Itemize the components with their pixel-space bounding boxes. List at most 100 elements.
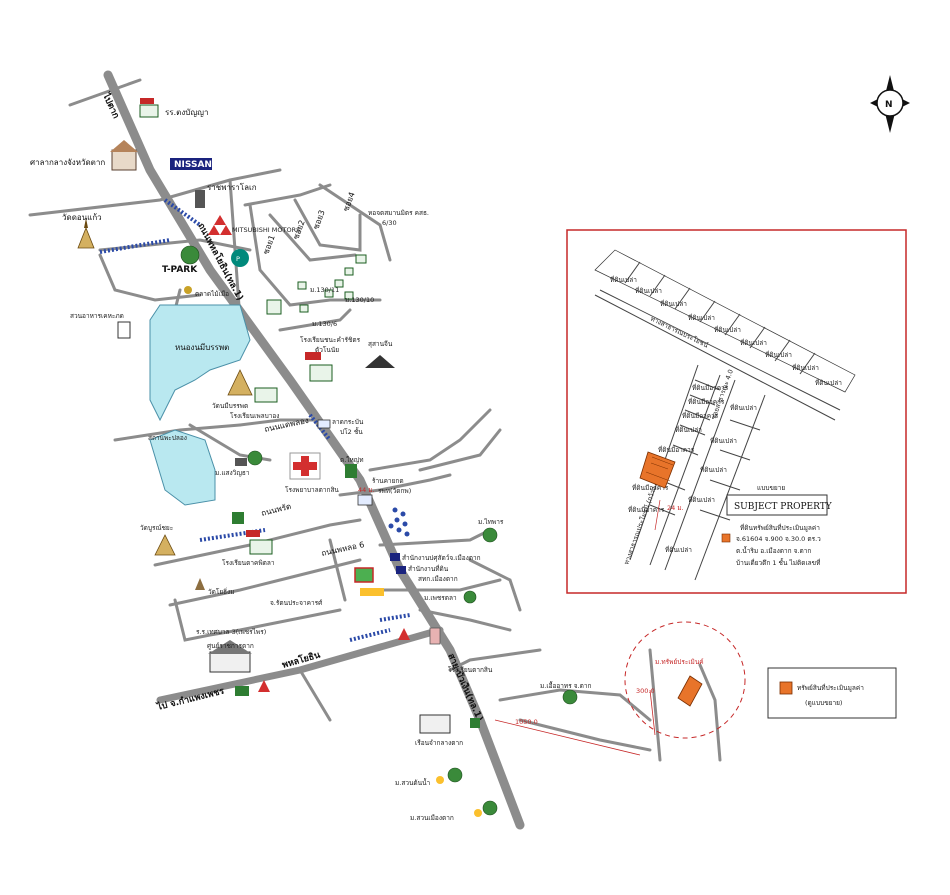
village4-label: ม.สวนเมืองตาก: [410, 814, 454, 822]
inset-subject-lot[interactable]: 24 ม.: [639, 451, 684, 531]
distance-300: 300.0: [636, 687, 655, 695]
poi-village3[interactable]: ม.สวนต้นน้ำ: [395, 767, 463, 787]
poi-wat-lo[interactable]: วัดโยธิ่งม: [195, 578, 235, 596]
built-lot-label: ที่ดินมีอาคาร: [692, 383, 729, 392]
tpark-label: T-PARK: [162, 265, 198, 275]
built-lot-label: ที่ดินมีอาคาร: [688, 397, 725, 406]
soi2-label: ซอย2: [291, 219, 306, 241]
built-lot-label: ที่ดินมีอาคาร: [658, 445, 695, 454]
soi1-label: ซอย1: [261, 234, 276, 256]
cemetery-label: สุสานจีน: [368, 340, 393, 348]
school-ss-label: โรงเรียนตากสิน: [448, 666, 493, 674]
poi-market[interactable]: ตลาดไม้เมือ: [184, 286, 229, 298]
poi-wat-nong[interactable]: วัดบูรณ์ชยะ: [140, 512, 244, 556]
house-num-2: ม.130/10: [345, 296, 374, 304]
poi-village1[interactable]: ม.ไทพาร: [478, 518, 504, 543]
poi-tpark[interactable]: T-PARK: [162, 245, 200, 275]
wat-lo-label: วัดโยธิ่งม: [208, 587, 235, 596]
village1-label: ม.ไทพาร: [478, 518, 504, 526]
inset-lots-column: [629, 364, 766, 581]
house-markers: ม.130/11 ม.130/10 ม.130/6: [297, 267, 374, 328]
poi-restaurant[interactable]: สวนอาหารเคหะภด: [70, 312, 131, 339]
mitsubishi-label: MITSUBISHI MOTORS: [232, 226, 300, 234]
village3-label: ม.สวนต้นน้ำ: [395, 778, 431, 787]
inset-distance: 24 ม.: [667, 504, 684, 512]
inset-legend-line1: จ.61604 จ.900 จ.30.0 ตร.ว: [736, 535, 821, 543]
poi-cemetery[interactable]: สุสานจีน: [365, 340, 395, 368]
lot-label: ที่ดินเปล่า: [610, 275, 637, 284]
poi-hospital[interactable]: โรงพยาบาลตากสิน: [285, 452, 339, 494]
poi-village5[interactable]: ม.เอื้ออาทร จ.ตาก: [540, 681, 592, 705]
poi-village2[interactable]: ม.เพชรตลา: [424, 590, 477, 604]
poi-king-office[interactable]: ราชพาราโลเก: [195, 182, 257, 208]
market-label: ตลาดไม้เมือ: [195, 290, 229, 298]
hospital-label: โรงพยาบาลตากสิน: [285, 486, 339, 494]
lake: หนองนมีบรรพต: [149, 304, 251, 506]
road-label-soi6: ถนนพหลอ 6: [321, 540, 366, 558]
poi-villa[interactable]: ต.ใหญ่ท: [340, 456, 364, 478]
poi-clinic[interactable]: ร้านคายกต รพท(วัดกพ) 44 ม.: [357, 477, 411, 506]
inset-header: แบบขยาย: [757, 484, 785, 492]
poi-gas[interactable]: [235, 628, 480, 728]
subject-property[interactable]: ม.ทรัพย์ประเมินค์ 300.0 1050.0: [494, 621, 746, 756]
lot-label: ที่ดินเปล่า: [714, 325, 741, 334]
office1-label: สำนักงานปศุสัตว์จ.เมืองตาก: [402, 554, 481, 562]
village5-label: ม.เอื้ออาทร จ.ตาก: [540, 681, 592, 690]
court-label: ศาลากลางจังหวัดตาก: [30, 158, 105, 167]
poi-petronas[interactable]: P: [231, 249, 249, 267]
poi-bus[interactable]: ลาดกระบัน บ่โ2 ชั้น: [317, 418, 364, 436]
poi-school-ss[interactable]: โรงเรียนตากสิน: [429, 627, 493, 674]
road-label-kradi: ถนนพรัด: [260, 502, 292, 518]
poi-school-se[interactable]: ร.ร.เทศบาล 3(เพชรไพร): [196, 628, 266, 636]
subject-label: ม.ทรัพย์ประเมินค์: [655, 658, 704, 666]
built-lot-label: ที่ดินมีอาคาร: [632, 483, 669, 492]
poi-school-top[interactable]: รร.ตงบัญญา: [139, 98, 208, 118]
lot-label: ที่ดินเปล่า: [635, 286, 662, 295]
lake-label: หนองนมีบรรพต: [175, 343, 229, 352]
built-lot-label: ที่ดินมีอาคาร: [682, 411, 719, 420]
office3-label: สทก.เมืองตาก: [418, 575, 458, 583]
school-pu-label: โรงเรียนตาคพิตลา: [222, 559, 275, 567]
poi-center[interactable]: ศูนย์ราชการตาก: [207, 640, 254, 673]
poi-wat-main[interactable]: วัดนมีบรรพต โรงเรียนเพลบาอง: [212, 369, 279, 420]
lot-label: ที่ดินเปล่า: [730, 403, 757, 412]
poi-nissan[interactable]: NISSAN: [170, 158, 212, 170]
legend-line2: (ดูแบบขยาย): [805, 699, 842, 707]
house-num-1: ม.130/11: [310, 286, 339, 294]
poi-offices[interactable]: สำนักงานปศุสัตว์จ.เมืองตาก สำนักงานที่ดิ…: [390, 553, 481, 583]
lot-label: ที่ดินเปล่า: [675, 425, 702, 434]
poi-bank[interactable]: หอจตสมานมิตร คสธ. 6/30: [355, 209, 429, 264]
petronas-icon: P: [236, 255, 240, 263]
inset-legend-line3: บ้านเดี่ยวตึก 1 ชั้น ไม่ติดเลขที่: [736, 558, 820, 567]
wat-main-label: วัดนมีบรรพต: [212, 402, 248, 410]
poi-prison[interactable]: เรือนจำกลางตาก: [415, 714, 463, 747]
poi-wat-sri[interactable]: วัดดอนแก้ว: [62, 213, 102, 249]
north-label: N: [885, 100, 893, 110]
inset-legend-head: ที่ดินทรัพย์สินที่ประเมินมูลค่า: [740, 523, 820, 532]
north-arrow-icon: N: [870, 75, 910, 133]
lot-label: ที่ดินเปล่า: [688, 495, 715, 504]
poi-village4[interactable]: ม.สวนเมืองตาก: [410, 800, 498, 822]
poi-chief[interactable]: จ.รัตนประจาคารศ์: [270, 567, 384, 607]
poi-court[interactable]: ศาลากลางจังหวัดตาก: [30, 140, 138, 171]
poi-mitsubishi[interactable]: MITSUBISHI MOTORS: [208, 215, 300, 235]
legend-line1: ทรัพย์สินที่ประเมินมูลค่า: [797, 683, 864, 692]
poi-school-pupil[interactable]: โรงเรียนชนะคำรัชิตร ตัวโนนัย: [266, 299, 361, 354]
clinic-label: ร้านคายกต: [372, 477, 404, 485]
poi-school-pu[interactable]: โรงเรียนตาคพิตลา: [222, 530, 275, 567]
village2-label: ม.เพชรตลา: [424, 594, 457, 602]
distance-1050: 1050.0: [515, 718, 538, 726]
chief-label: จ.รัตนประจาคารศ์: [270, 599, 323, 607]
house-num-3: ม.130/6: [312, 320, 337, 328]
prison-label: เรือนจำกลางตาก: [415, 739, 463, 747]
garden-label: ม.แสงวิญธา: [215, 469, 250, 477]
distance-44: 44 ม.: [358, 486, 375, 494]
villa-label: ต.ใหญ่ท: [340, 456, 364, 464]
school-main-label: โรงเรียนเพลบาอง: [230, 412, 279, 420]
poi-garden[interactable]: ม.แสงวิญธา: [215, 450, 263, 477]
soi3-label: ซอย3: [311, 209, 326, 231]
inset-panel: ที่ดินเปล่า ที่ดินเปล่า ที่ดินเปล่า ที่ด…: [566, 229, 907, 594]
poi-school-flag[interactable]: [305, 352, 333, 382]
map-legend: ทรัพย์สินที่ประเมินมูลค่า (ดูแบบขยาย): [767, 667, 897, 719]
